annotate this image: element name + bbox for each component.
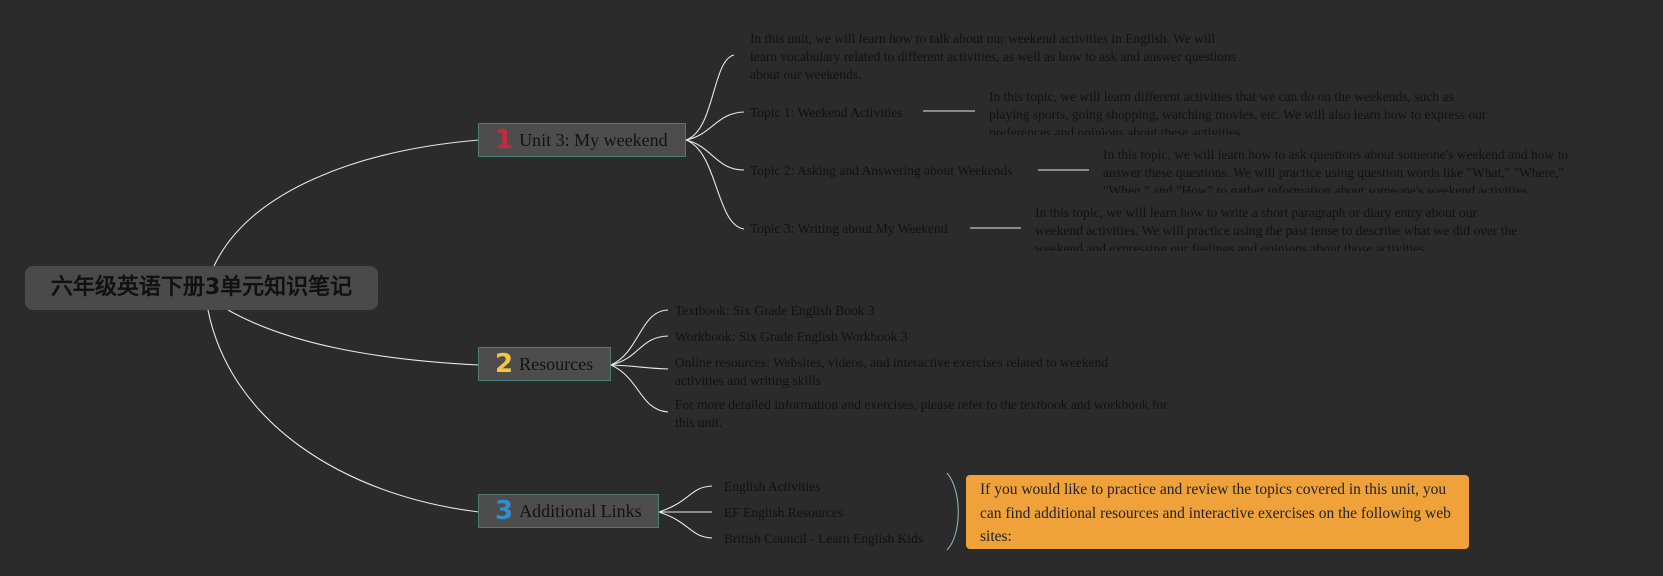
connector-b3-c3 bbox=[658, 511, 713, 539]
connector-b2-c3 bbox=[610, 364, 669, 370]
connector-b1-c1 bbox=[685, 54, 735, 141]
connector-root-branch-3 bbox=[207, 309, 480, 513]
resource-workbook[interactable]: Workbook: Six Grade English Workbook 3 bbox=[675, 329, 908, 344]
link-ef-english[interactable]: EF English Resources bbox=[724, 505, 844, 520]
branch-label: Additional Links bbox=[519, 500, 642, 521]
connector-b1-c3 bbox=[685, 139, 745, 171]
connector-b3-c1 bbox=[658, 485, 713, 513]
branch-label: Resources bbox=[519, 353, 594, 374]
priority-1-icon: 1 bbox=[495, 125, 514, 155]
branch-resources[interactable]: 2 Resources bbox=[478, 347, 611, 381]
connector-b2-c4 bbox=[610, 364, 669, 413]
branch-unit-3[interactable]: 1 Unit 3: My weekend bbox=[478, 123, 686, 157]
link-british-council[interactable]: British Council - Learn English Kids bbox=[724, 531, 924, 546]
root-topic[interactable]: 六年级英语下册3单元知识笔记 bbox=[25, 266, 378, 310]
connector-b2-c1 bbox=[610, 309, 669, 366]
resource-textbook[interactable]: Textbook: Six Grade English Book 3 bbox=[675, 303, 875, 318]
topic-2-label[interactable]: Topic 2: Asking and Answering about Week… bbox=[750, 163, 1013, 178]
priority-3-icon: 3 bbox=[495, 496, 514, 526]
callout-note[interactable]: If you would like to practice and review… bbox=[966, 475, 1469, 549]
branch-label: Unit 3: My weekend bbox=[519, 129, 668, 150]
resource-online[interactable]: Online resources: Websites, videos, and … bbox=[675, 355, 1109, 388]
connector-b1-c4 bbox=[685, 139, 745, 230]
callout-bracket bbox=[946, 472, 959, 551]
priority-2-icon: 2 bbox=[495, 349, 514, 379]
link-english-activities[interactable]: English Activities bbox=[724, 479, 821, 494]
topic-1-label[interactable]: Topic 1: Weekend Activities bbox=[750, 105, 903, 120]
connector-root-branch-1 bbox=[213, 139, 480, 267]
topic-3-label[interactable]: Topic 3: Writing about My Weekend bbox=[750, 221, 948, 236]
connector-b1-c2 bbox=[685, 111, 745, 141]
resource-more-info[interactable]: For more detailed information and exerci… bbox=[675, 397, 1168, 430]
connector-root-branch-2 bbox=[227, 309, 480, 366]
topic-1-detail[interactable]: In this topic, we will learn different a… bbox=[989, 89, 1487, 135]
topic-3-detail[interactable]: In this topic, we will learn how to writ… bbox=[1035, 205, 1518, 251]
unit-intro-text[interactable]: In this unit, we will learn how to talk … bbox=[750, 31, 1236, 80]
topic-2-detail[interactable]: In this topic, we will learn how to ask … bbox=[1103, 147, 1569, 193]
branch-additional-links[interactable]: 3 Additional Links bbox=[478, 494, 659, 528]
connector-b2-c2 bbox=[610, 335, 669, 366]
